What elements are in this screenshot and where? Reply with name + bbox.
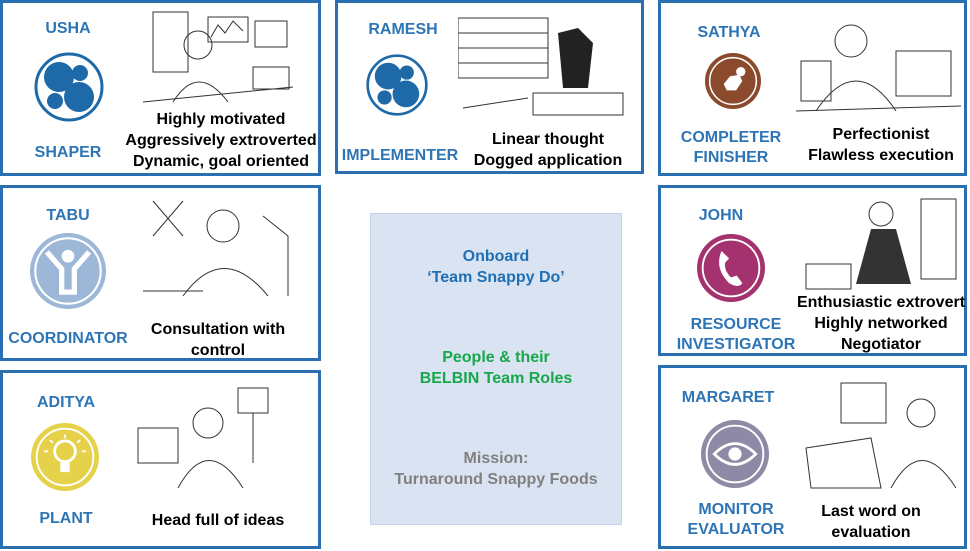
role-card-coordinator: TABU COORDINATOR Consultation with contr… [0, 185, 321, 361]
mission-line: Turnaround Snappy Foods [394, 471, 598, 488]
phone-icon [697, 234, 765, 302]
role-description: Last word on evaluation [791, 501, 951, 543]
cartoon-illustration [805, 198, 957, 290]
role-line: EVALUATOR [687, 521, 785, 538]
desc-line: Perfectionist [832, 126, 930, 143]
cartoon-illustration [143, 11, 293, 103]
desc-line: evaluation [831, 524, 911, 541]
person-name: USHA [45, 20, 91, 37]
desc-line: Consultation with [150, 321, 286, 338]
role-description: Perfectionist Flawless execution [791, 124, 970, 166]
desc-line: Flawless execution [808, 147, 954, 164]
role-title: IMPLEMENTER [341, 147, 459, 164]
team-title: Onboard ‘Team Snappy Do’ [371, 246, 621, 288]
role-description: Enthusiastic extrovert Highly networked … [791, 292, 970, 355]
person-arms-up-icon [30, 233, 106, 309]
desc-line: Dogged application [473, 152, 623, 169]
eye-icon [701, 420, 769, 488]
cartoon-illustration [137, 387, 269, 489]
role-description: Consultation with control [133, 319, 303, 361]
role-card-shaper: USHA SHAPER Highly motivated Aggressivel… [0, 0, 321, 176]
role-title: COMPLETER FINISHER [671, 128, 791, 168]
role-line: FINISHER [693, 149, 769, 166]
role-card-implementer: RAMESH IMPLEMENTER Linear thought Dogged… [335, 0, 644, 174]
desc-line: Enthusiastic extrovert [796, 294, 966, 311]
cartoon-illustration [796, 24, 961, 112]
team-summary-panel: Onboard ‘Team Snappy Do’ People & their … [370, 213, 622, 525]
person-name: JOHN [698, 207, 744, 224]
person-name: TABU [46, 207, 90, 224]
desc-line: Highly motivated [156, 111, 286, 128]
title-line: Onboard [462, 248, 530, 265]
person-name: MARGARET [681, 389, 775, 406]
desc-line: Dynamic, goal oriented [132, 153, 310, 170]
role-title: SHAPER [34, 144, 102, 161]
desc-line: Highly networked [814, 315, 948, 332]
desc-line: Last word on [821, 503, 921, 520]
role-title: MONITOR EVALUATOR [676, 500, 796, 540]
role-card-resource-investigator: JOHN RESOURCE INVESTIGATOR Enthusiastic … [658, 185, 967, 356]
gears-icon [365, 53, 429, 117]
role-title: COORDINATOR [8, 330, 128, 347]
role-line: INVESTIGATOR [676, 336, 796, 353]
lightbulb-icon [31, 423, 99, 491]
role-title: RESOURCE INVESTIGATOR [676, 315, 796, 355]
cartoon-illustration [143, 200, 289, 297]
desc-line: control [190, 342, 246, 359]
mission-line: Mission: [463, 450, 529, 467]
title-line: ‘Team Snappy Do’ [427, 269, 565, 286]
subtitle-line: People & their [442, 349, 550, 366]
person-name: RAMESH [368, 21, 438, 38]
person-name: SATHYA [697, 24, 761, 41]
role-line: RESOURCE [690, 316, 782, 333]
role-line: MONITOR [698, 501, 774, 518]
role-description: Highly motivated Aggressively extroverte… [121, 109, 321, 172]
role-description: Head full of ideas [133, 510, 303, 531]
desc-line: Head full of ideas [151, 512, 285, 529]
desc-line: Negotiator [841, 336, 921, 353]
team-subtitle: People & their BELBIN Team Roles [371, 347, 621, 389]
role-line: COMPLETER [680, 129, 782, 146]
team-mission: Mission: Turnaround Snappy Foods [371, 448, 621, 490]
role-card-completer-finisher: SATHYA COMPLETER FINISHER Perfectionist … [658, 0, 967, 176]
tick-hand-icon [705, 53, 761, 109]
role-card-monitor-evaluator: MARGARET MONITOR EVALUATOR Last word on … [658, 365, 967, 549]
person-name: ADITYA [36, 394, 96, 411]
cartoon-illustration [805, 382, 957, 489]
gears-icon [33, 51, 105, 123]
desc-line: Aggressively extroverted [125, 132, 317, 149]
role-title: PLANT [39, 510, 93, 527]
role-card-plant: ADITYA PLANT Head full of ideas [0, 370, 321, 549]
cartoon-illustration [458, 17, 624, 116]
subtitle-line: BELBIN Team Roles [419, 370, 573, 387]
role-description: Linear thought Dogged application [458, 129, 638, 171]
desc-line: Linear thought [492, 131, 604, 148]
